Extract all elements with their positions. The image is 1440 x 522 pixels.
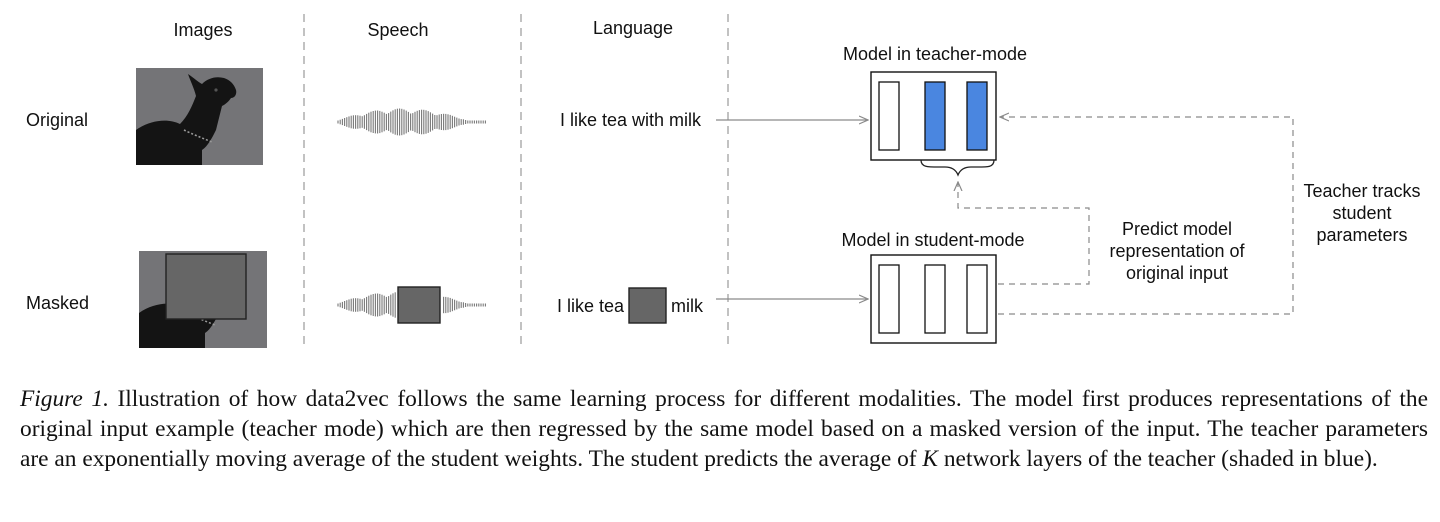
student-layers bbox=[878, 264, 988, 334]
caption-text-part2: network layers of the teacher (shaded in… bbox=[938, 446, 1378, 472]
student-layer-3 bbox=[966, 264, 988, 334]
teacher-layer-1 bbox=[878, 81, 900, 151]
predict-line-3: original input bbox=[1125, 263, 1229, 283]
teacher-layer-2 bbox=[924, 81, 946, 151]
speech-mask-patch bbox=[397, 286, 441, 324]
teacher-layers bbox=[878, 81, 988, 151]
row-label-original: Original bbox=[26, 110, 89, 130]
tracks-line-1: Teacher tracks bbox=[1303, 181, 1421, 201]
masked-dog-image bbox=[139, 251, 267, 348]
teacher-tracks-annotation: Teacher tracks student parameters bbox=[1303, 180, 1420, 246]
original-sentence: I like tea with milk bbox=[560, 110, 702, 130]
arrow-predict-representation bbox=[958, 182, 1090, 285]
column-header-language: Language bbox=[592, 18, 674, 38]
image-mask-patch bbox=[165, 253, 247, 320]
figure-label: Figure 1. bbox=[20, 386, 109, 412]
student-layer-1 bbox=[878, 264, 900, 334]
original-speech-waveform bbox=[337, 108, 486, 136]
arrow-teacher-tracks-student bbox=[998, 117, 1294, 315]
student-model-title: Model in student-mode bbox=[841, 230, 1025, 250]
caption-text-part1: Illustration of how data2vec follows the… bbox=[20, 386, 1428, 472]
teacher-layer-3 bbox=[966, 81, 988, 151]
predict-line-1: Predict model bbox=[1121, 219, 1233, 239]
predict-line-2: representation of bbox=[1109, 241, 1245, 261]
diagram bbox=[136, 14, 1294, 350]
tracks-line-2: student bbox=[1332, 203, 1392, 223]
masked-speech-waveform bbox=[337, 292, 486, 318]
language-mask-patch bbox=[628, 287, 667, 324]
column-header-images: Images bbox=[173, 20, 233, 40]
caption-variable-k: K bbox=[922, 446, 939, 472]
layer-average-brace bbox=[920, 159, 995, 177]
student-layer-2 bbox=[924, 264, 946, 334]
row-label-masked: Masked bbox=[26, 293, 90, 313]
column-header-speech: Speech bbox=[367, 20, 429, 40]
figure-caption: Figure 1. Illustration of how data2vec f… bbox=[20, 384, 1428, 474]
masked-sentence-suffix: milk bbox=[671, 296, 703, 316]
predict-annotation: Predict model representation of original… bbox=[1109, 218, 1244, 284]
masked-sentence-prefix: I like tea bbox=[557, 296, 625, 316]
teacher-model-title: Model in teacher-mode bbox=[842, 44, 1028, 64]
original-dog-image bbox=[136, 68, 263, 165]
tracks-line-3: parameters bbox=[1316, 225, 1408, 245]
